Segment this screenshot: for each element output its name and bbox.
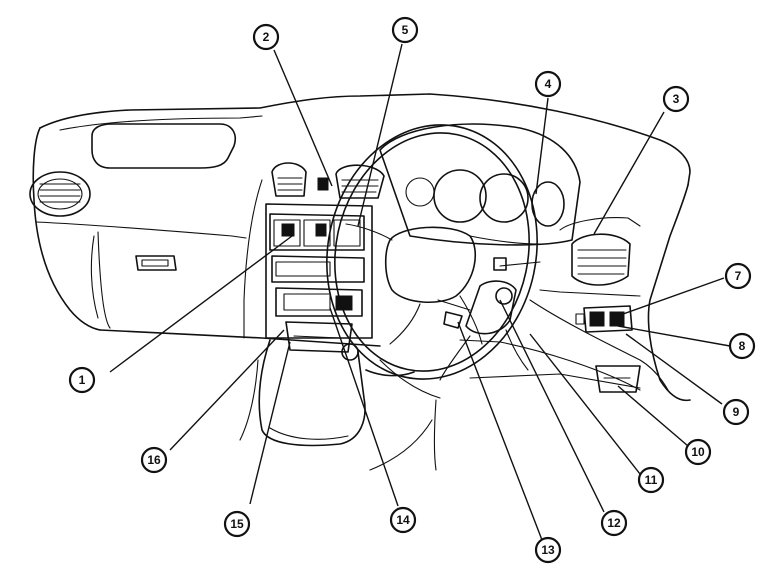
callout-9: 9 bbox=[722, 398, 750, 426]
callout-5-label: 5 bbox=[402, 23, 409, 37]
right-air-vent bbox=[571, 233, 631, 286]
callout-7: 7 bbox=[724, 262, 752, 290]
callout-15: 15 bbox=[223, 510, 251, 538]
callout-4: 4 bbox=[534, 70, 562, 98]
callout-16: 16 bbox=[140, 446, 168, 474]
leader-lines bbox=[109, 43, 731, 541]
switch-panel bbox=[575, 305, 633, 333]
callout-8: 8 bbox=[728, 332, 756, 360]
steering-wheel bbox=[326, 124, 541, 380]
left-air-vent bbox=[29, 171, 91, 217]
callouts: 1 2 3 4 5 7 8 9 bbox=[68, 16, 756, 564]
callout-15-label: 15 bbox=[230, 517, 244, 531]
callout-16-label: 16 bbox=[147, 453, 161, 467]
callout-12-label: 12 bbox=[607, 516, 621, 530]
callout-12: 12 bbox=[600, 509, 628, 537]
callout-1-label: 1 bbox=[79, 373, 86, 387]
callout-11: 11 bbox=[637, 466, 665, 494]
center-stack bbox=[265, 203, 373, 361]
callout-10-label: 10 bbox=[691, 445, 705, 459]
callout-8-label: 8 bbox=[739, 339, 746, 353]
callout-10: 10 bbox=[684, 438, 712, 466]
callout-2: 2 bbox=[252, 23, 280, 51]
callout-5: 5 bbox=[391, 16, 419, 44]
dashboard-outline bbox=[32, 93, 691, 402]
glovebox bbox=[97, 231, 177, 329]
instrument-cluster bbox=[379, 123, 581, 246]
callout-14-label: 14 bbox=[396, 513, 410, 527]
fuse-box-lid bbox=[595, 365, 641, 393]
callout-1: 1 bbox=[68, 366, 96, 394]
center-air-vents bbox=[271, 162, 385, 199]
callout-9-label: 9 bbox=[733, 405, 740, 419]
callout-13-label: 13 bbox=[541, 543, 555, 557]
callout-13: 13 bbox=[534, 536, 562, 564]
callout-11-label: 11 bbox=[645, 473, 658, 487]
center-console bbox=[239, 339, 441, 471]
callout-4-label: 4 bbox=[545, 77, 552, 91]
callout-3: 3 bbox=[662, 85, 690, 113]
callout-3-label: 3 bbox=[673, 92, 680, 106]
callout-14: 14 bbox=[389, 506, 417, 534]
callout-7-label: 7 bbox=[735, 269, 742, 283]
callout-2-label: 2 bbox=[263, 30, 270, 44]
